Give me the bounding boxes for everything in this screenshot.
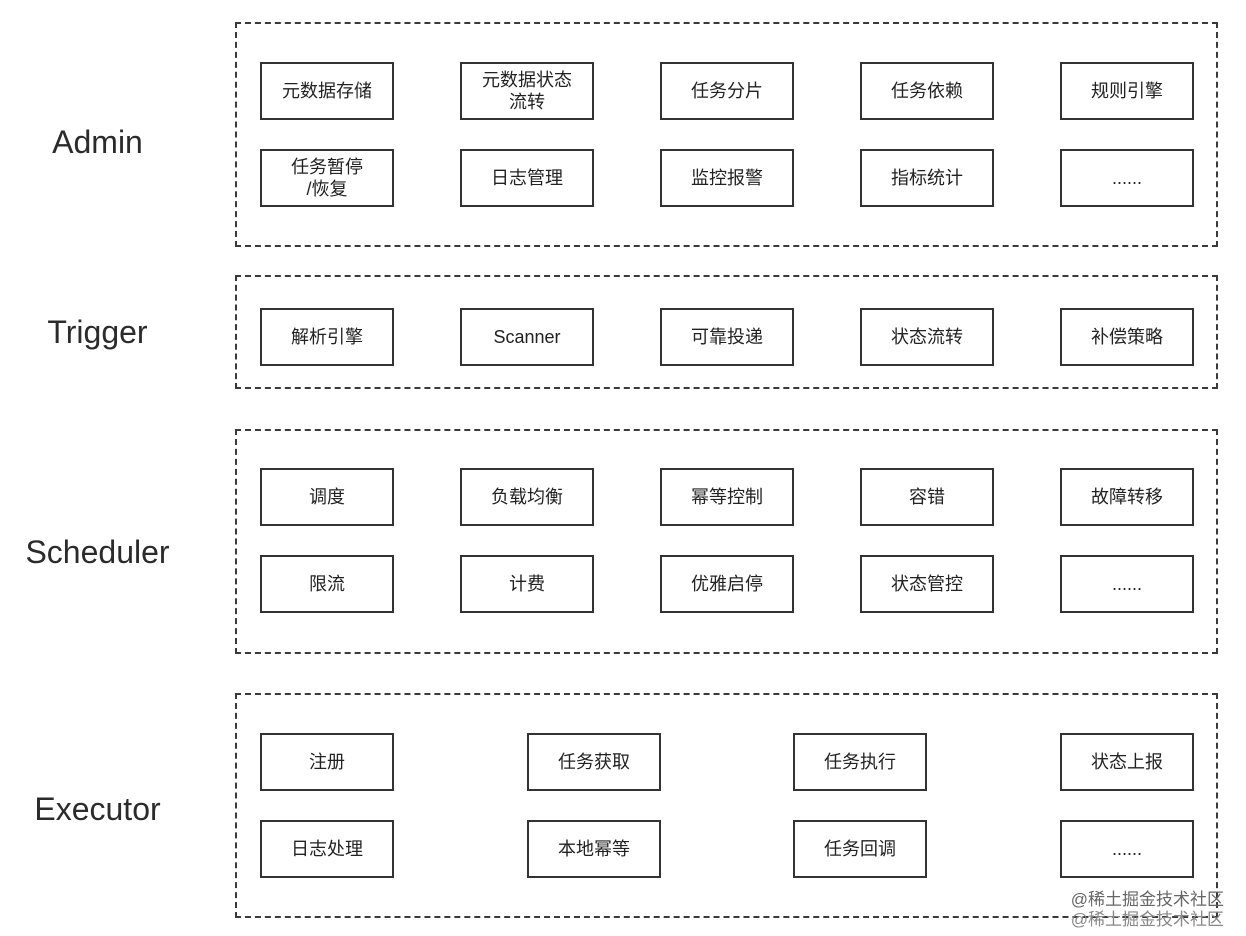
- node-trigger-scanner: Scanner: [460, 308, 594, 366]
- node-executor-status-report: 状态上报: [1060, 733, 1194, 791]
- node-executor-task-callback: 任务回调: [793, 820, 927, 878]
- scheduler-layer-label: Scheduler: [25, 534, 170, 570]
- node-executor-log-processing: 日志处理: [260, 820, 394, 878]
- node-executor-more: ......: [1060, 820, 1194, 878]
- admin-layer-label: Admin: [52, 124, 143, 160]
- node-trigger-reliable-delivery: 可靠投递: [660, 308, 794, 366]
- trigger-layer-box: [235, 275, 1218, 389]
- node-scheduler-state-control: 状态管控: [860, 555, 994, 613]
- node-admin-task-pause-resume: 任务暂停 /恢复: [260, 149, 394, 207]
- node-trigger-parse-engine: 解析引擎: [260, 308, 394, 366]
- node-scheduler-idempotency-control: 幂等控制: [660, 468, 794, 526]
- watermark-line-1: @稀土掘金技术社区: [1070, 890, 1224, 909]
- node-admin-more: ......: [1060, 149, 1194, 207]
- scheduler-layer-box: [235, 429, 1218, 654]
- node-admin-metadata-storage: 元数据存储: [260, 62, 394, 120]
- node-admin-metrics-stats: 指标统计: [860, 149, 994, 207]
- node-scheduler-failover: 故障转移: [1060, 468, 1194, 526]
- node-scheduler-billing: 计费: [460, 555, 594, 613]
- node-executor-register: 注册: [260, 733, 394, 791]
- node-executor-local-idempotency: 本地幂等: [527, 820, 661, 878]
- node-scheduler-more: ......: [1060, 555, 1194, 613]
- node-admin-metadata-state-transition: 元数据状态 流转: [460, 62, 594, 120]
- executor-layer-label: Executor: [34, 791, 161, 827]
- node-scheduler-graceful-start-stop: 优雅启停: [660, 555, 794, 613]
- node-executor-task-fetch: 任务获取: [527, 733, 661, 791]
- executor-layer-box: [235, 693, 1218, 918]
- node-admin-task-dependency: 任务依赖: [860, 62, 994, 120]
- node-executor-task-execute: 任务执行: [793, 733, 927, 791]
- trigger-layer-label: Trigger: [47, 314, 148, 350]
- node-scheduler-rate-limiting: 限流: [260, 555, 394, 613]
- watermark-line-2: @稀土掘金技术社区: [1070, 910, 1224, 929]
- node-admin-rule-engine: 规则引擎: [1060, 62, 1194, 120]
- node-admin-monitoring-alert: 监控报警: [660, 149, 794, 207]
- node-trigger-compensation-strategy: 补偿策略: [1060, 308, 1194, 366]
- node-admin-task-sharding: 任务分片: [660, 62, 794, 120]
- node-scheduler-dispatch: 调度: [260, 468, 394, 526]
- node-admin-log-management: 日志管理: [460, 149, 594, 207]
- admin-layer-box: [235, 22, 1218, 247]
- node-trigger-state-transition: 状态流转: [860, 308, 994, 366]
- node-scheduler-fault-tolerance: 容错: [860, 468, 994, 526]
- node-scheduler-load-balancing: 负载均衡: [460, 468, 594, 526]
- watermark: @稀土掘金技术社区 @稀土掘金技术社区: [1057, 890, 1224, 930]
